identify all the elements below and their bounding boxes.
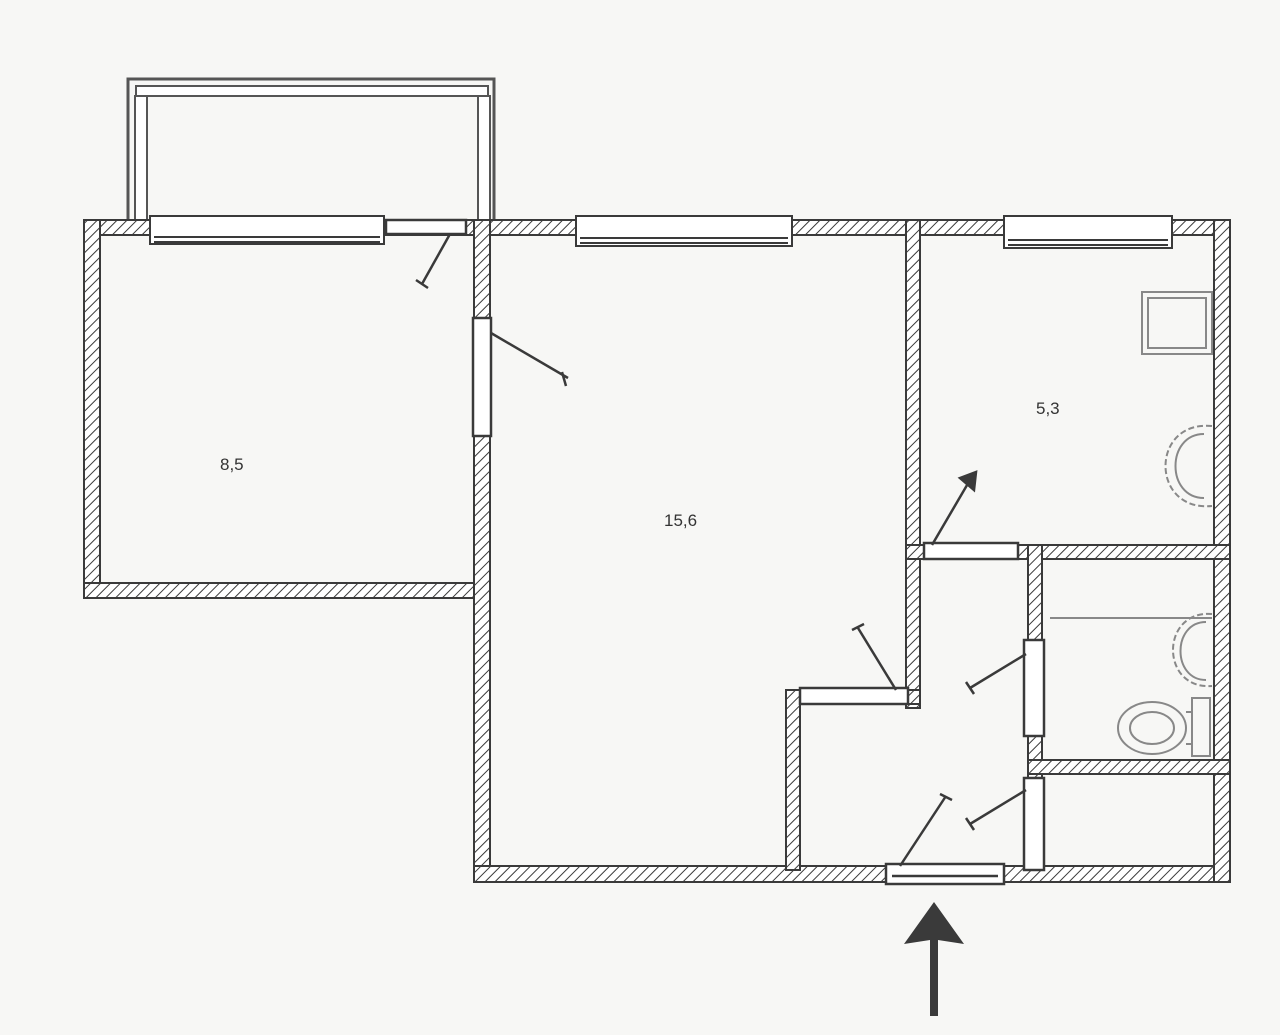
window-center-room — [575, 215, 793, 247]
windows — [149, 215, 1173, 249]
wall-bathroom-divider — [1027, 759, 1231, 775]
walls — [83, 219, 1231, 883]
wall-center-kitchen — [905, 219, 921, 709]
bathroom-sink-icon — [1050, 612, 1213, 688]
window-kitchen — [1003, 215, 1173, 249]
door-entrance — [884, 792, 1006, 886]
balcony-rail-left — [134, 95, 148, 221]
wall-left — [83, 219, 101, 599]
wall-left-bottom — [83, 582, 489, 599]
balcony-rail-right — [477, 95, 491, 221]
area-label-kitchen: 5,3 — [1036, 399, 1060, 418]
up-arrow-icon — [904, 902, 964, 1016]
area-label-left-room: 8,5 — [220, 455, 244, 474]
fixtures — [1050, 291, 1213, 757]
balcony-rail-top — [135, 85, 489, 97]
door-left-center — [471, 316, 569, 438]
stove-icon — [1141, 291, 1213, 355]
balcony — [126, 77, 496, 227]
window-left-room — [149, 215, 385, 245]
wall-corridor-vertical — [785, 689, 801, 871]
balcony-frame-outer — [126, 77, 496, 227]
door-wc — [964, 776, 1046, 872]
wall-bottom — [473, 865, 1231, 883]
door-balcony — [384, 218, 468, 290]
door-corridor-center — [798, 622, 910, 706]
door-kitchen — [922, 470, 1020, 561]
area-label-center-room: 15,6 — [664, 511, 697, 530]
door-bathroom — [964, 638, 1046, 738]
toilet-icon — [1117, 697, 1211, 757]
doors — [384, 218, 1046, 886]
kitchen-sink-icon — [1164, 424, 1213, 508]
